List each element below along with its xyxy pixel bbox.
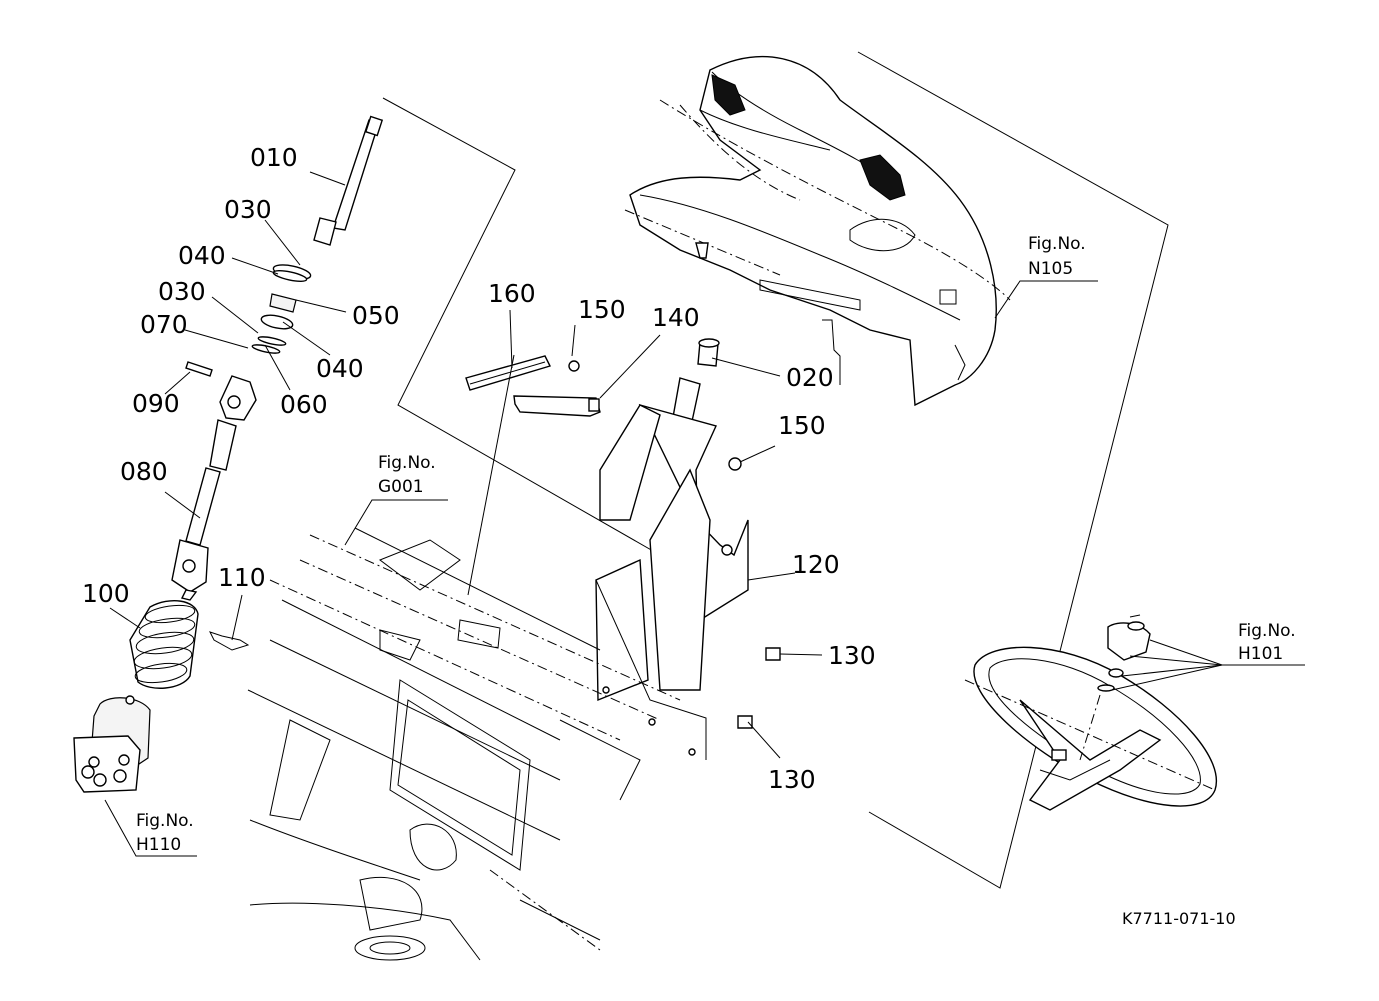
fig-ref-n105-number: N105 [1028,259,1073,279]
steering-wheel-drawing [964,614,1218,811]
callout-030: 030 [158,277,206,306]
figure-references: Fig.No. N105 Fig.No. G001 Fig.No. H101 F… [136,234,1296,928]
callout-090: 090 [132,389,180,418]
detail-frame-steering-shaft [382,97,661,556]
detail-frame-dashboard [857,51,1169,889]
callout-130: 130 [768,765,816,794]
dash-panel-drawing [624,55,1011,407]
fig-ref-h110-prefix: Fig.No. [136,811,194,831]
callout-070: 070 [140,310,188,339]
fig-ref-h101-number: H101 [1238,644,1283,664]
fig-ref-n105-prefix: Fig.No. [1028,234,1086,254]
fig-ref-g001-number: G001 [378,477,424,497]
callout-150: 150 [578,295,626,324]
drawing-code: K7711-071-10 [1122,909,1236,928]
callout-150: 150 [778,411,826,440]
fig-ref-h110-number: H110 [136,835,181,855]
callout-010: 010 [250,143,298,172]
leader-lines [104,171,1305,857]
callout-110: 110 [218,563,266,592]
callout-labels: 010 030 040 030 050 070 040 060 090 080 … [82,143,876,794]
callout-120: 120 [792,550,840,579]
callout-080: 080 [120,457,168,486]
fig-ref-h101-prefix: Fig.No. [1238,621,1296,641]
callout-130: 130 [828,641,876,670]
chassis-frame-drawing [247,527,681,961]
callout-100: 100 [82,579,130,608]
fig-ref-g001-prefix: Fig.No. [378,453,436,473]
callout-050: 050 [352,301,400,330]
callout-060: 060 [280,390,328,419]
support-bracket-drawing [465,338,781,760]
callout-040: 040 [178,241,226,270]
steering-shaft-drawing [73,115,384,793]
callout-030: 030 [224,195,272,224]
callout-140: 140 [652,303,700,332]
callout-020: 020 [786,363,834,392]
callout-160: 160 [488,279,536,308]
callout-040: 040 [316,354,364,383]
